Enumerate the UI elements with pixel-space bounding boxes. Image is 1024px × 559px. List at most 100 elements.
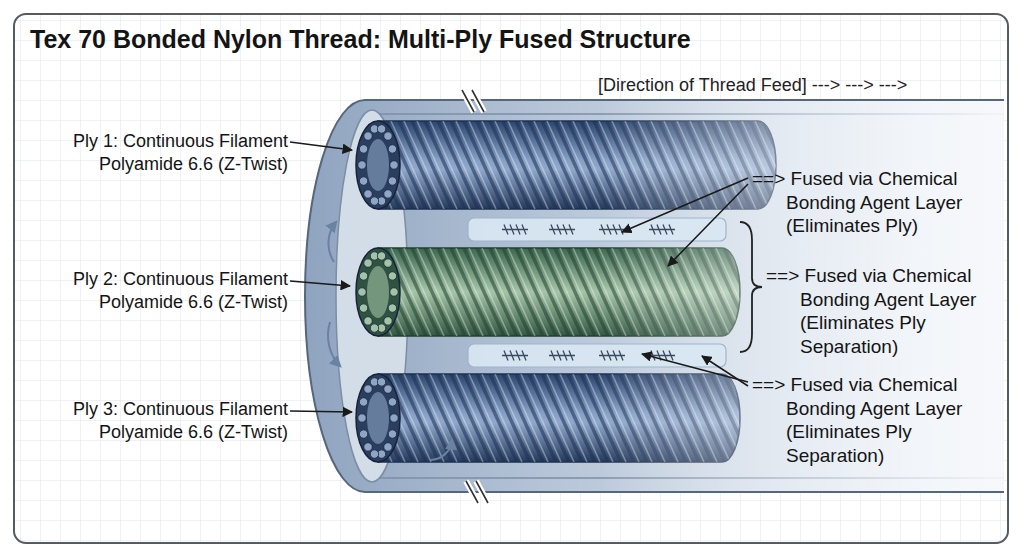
- twist-highlight: [508, 374, 548, 462]
- outer-sheath: [305, 100, 1004, 492]
- bond-mark: [599, 351, 625, 361]
- filament: [364, 190, 372, 198]
- filament: [384, 443, 392, 451]
- filament: [358, 161, 366, 169]
- bracket: [740, 222, 762, 352]
- rotation-arrow: [328, 322, 340, 366]
- twist-highlight: [482, 121, 522, 209]
- filament: [384, 190, 392, 198]
- ply-core: [367, 139, 389, 191]
- bonding-layer: [468, 344, 726, 367]
- frame: [14, 14, 1008, 543]
- filament: [384, 132, 392, 140]
- filament: [384, 259, 392, 267]
- break-mark: [466, 481, 488, 503]
- break-mark: [466, 481, 488, 503]
- diagram-title: Tex 70 Bonded Nylon Thread: Multi-Ply Fu…: [30, 24, 691, 54]
- filament: [359, 145, 367, 153]
- twist-highlight: [469, 121, 509, 209]
- filament: [359, 398, 367, 406]
- twist-highlight: [521, 121, 561, 209]
- leader-line: [702, 356, 748, 386]
- ply-label: Ply 1: Continuous Filament Polyamide 6.6…: [36, 130, 288, 176]
- ply-label: Ply 2: Continuous Filament Polyamide 6.6…: [36, 268, 288, 314]
- bond-group: [468, 218, 726, 367]
- twist-highlight: [508, 248, 548, 336]
- break-mark: [462, 90, 484, 112]
- filament: [364, 385, 372, 393]
- bonding-callout: ==> Fused via Chemical Bonding Agent Lay…: [752, 373, 982, 467]
- leader-line: [290, 411, 352, 412]
- filament: [384, 317, 392, 325]
- twist-highlight: [547, 248, 587, 336]
- ply-cross-section: [356, 374, 400, 462]
- twist-highlight: [495, 374, 535, 462]
- twist-highlight: [534, 121, 574, 209]
- ply-label: Ply 3: Continuous Filament Polyamide 6.6…: [36, 398, 288, 444]
- twist-highlight: [417, 248, 457, 336]
- filament: [359, 304, 367, 312]
- twist-highlight: [404, 121, 444, 209]
- filament: [384, 385, 392, 393]
- bond-mark: [549, 225, 575, 235]
- filament: [364, 443, 372, 451]
- filament: [388, 398, 396, 406]
- leader-line: [668, 184, 748, 266]
- bonding-layer: [468, 218, 726, 241]
- twist-highlight: [404, 374, 444, 462]
- twist-highlight: [534, 248, 574, 336]
- filament: [364, 259, 372, 267]
- twist-highlight: [443, 121, 483, 209]
- direction-note: [Direction of Thread Feed] ---> ---> ---…: [598, 73, 907, 97]
- twist-highlight: [482, 374, 522, 462]
- fade-overlay: [600, 101, 1004, 491]
- twist-highlight: [560, 374, 600, 462]
- ply-cross-section: [356, 248, 400, 336]
- twist-highlight: [495, 248, 535, 336]
- twist-highlight: [456, 374, 496, 462]
- rotation-arrow: [328, 222, 336, 262]
- filament: [364, 317, 372, 325]
- leader-line: [290, 281, 350, 286]
- filament: [359, 272, 367, 280]
- filament: [388, 272, 396, 280]
- twist-highlight: [352, 374, 392, 462]
- twist-highlight: [352, 121, 392, 209]
- twist-highlight: [469, 248, 509, 336]
- filament: [370, 197, 378, 205]
- sheath-face: [336, 110, 408, 482]
- leader-line: [642, 354, 748, 382]
- twist-highlight: [482, 248, 522, 336]
- twist-highlight: [404, 248, 444, 336]
- filament: [377, 378, 385, 386]
- twist-highlight: [560, 121, 600, 209]
- sheath-outline: [305, 100, 1004, 492]
- twist-highlight: [417, 121, 457, 209]
- filament: [388, 304, 396, 312]
- filament: [390, 161, 398, 169]
- twist-highlight: [521, 374, 561, 462]
- twist-highlight: [352, 248, 392, 336]
- twist-highlight: [534, 374, 574, 462]
- rotation-arrow: [430, 440, 452, 460]
- bonding-callout: ==> Fused via Chemical Bonding Agent Lay…: [752, 167, 982, 238]
- filament: [364, 132, 372, 140]
- twist-highlight: [456, 248, 496, 336]
- filament: [388, 430, 396, 438]
- filament: [390, 414, 398, 422]
- filament: [390, 288, 398, 296]
- filament: [370, 324, 378, 332]
- filament: [358, 288, 366, 296]
- twist-highlight: [456, 121, 496, 209]
- filament: [359, 430, 367, 438]
- filament: [358, 414, 366, 422]
- bonding-callout: ==> Fused via Chemical Bonding Agent Lay…: [766, 264, 996, 358]
- filament: [377, 252, 385, 260]
- leader-line: [622, 178, 748, 232]
- twist-highlight: [547, 121, 587, 209]
- filament: [377, 125, 385, 133]
- twist-highlight: [495, 121, 535, 209]
- twist-highlight: [430, 121, 470, 209]
